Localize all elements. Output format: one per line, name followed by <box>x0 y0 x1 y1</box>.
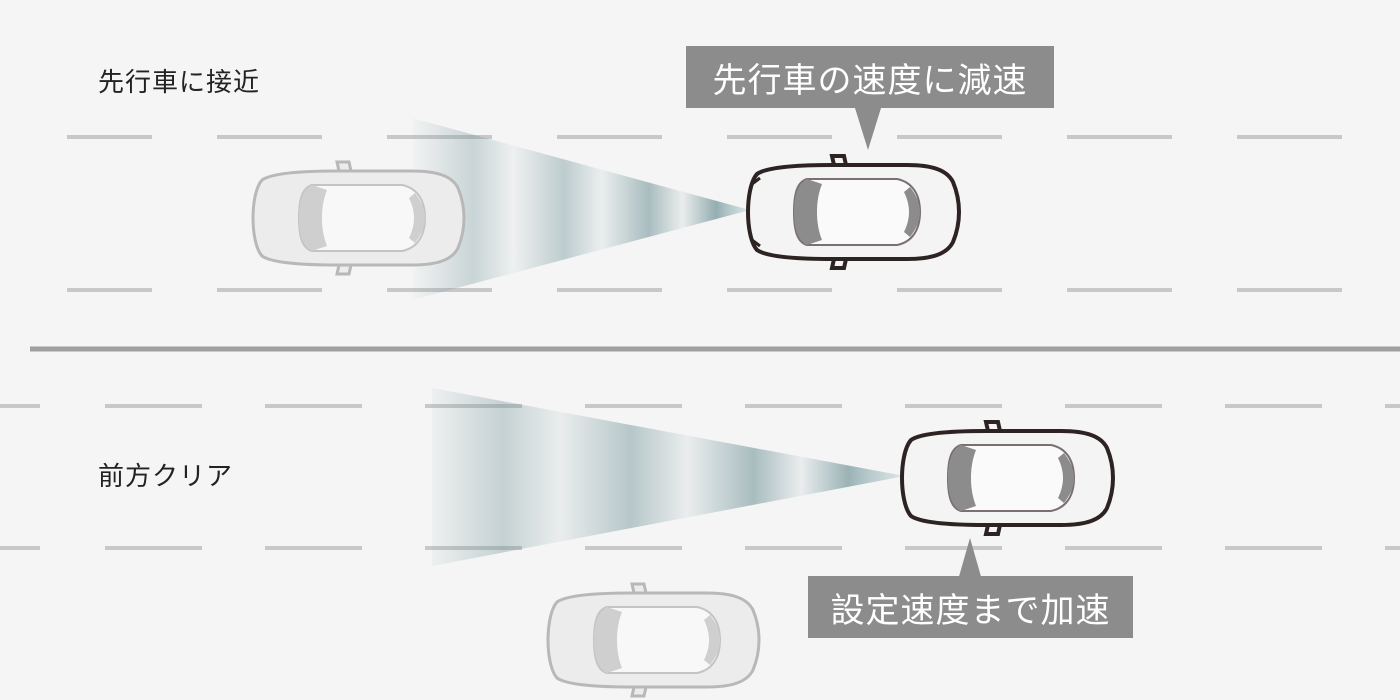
callout-pointer-top <box>855 108 881 150</box>
callout-pointer-bottom <box>958 538 982 580</box>
own-car-top <box>251 160 466 276</box>
callout-bottom: 設定速度まで加速 <box>808 576 1133 638</box>
top-lane-markings <box>67 135 1342 292</box>
lead-car-top <box>746 154 961 270</box>
scenario-label-bottom: 前方クリア <box>98 462 234 492</box>
lead-car-bottom <box>900 420 1115 536</box>
scenario-label-top: 先行車に接近 <box>98 68 261 98</box>
radar-beam-top <box>412 118 750 300</box>
radar-beam-bottom <box>432 388 905 566</box>
callout-top: 先行車の速度に減速 <box>686 46 1054 108</box>
own-car-bottom <box>546 582 761 698</box>
